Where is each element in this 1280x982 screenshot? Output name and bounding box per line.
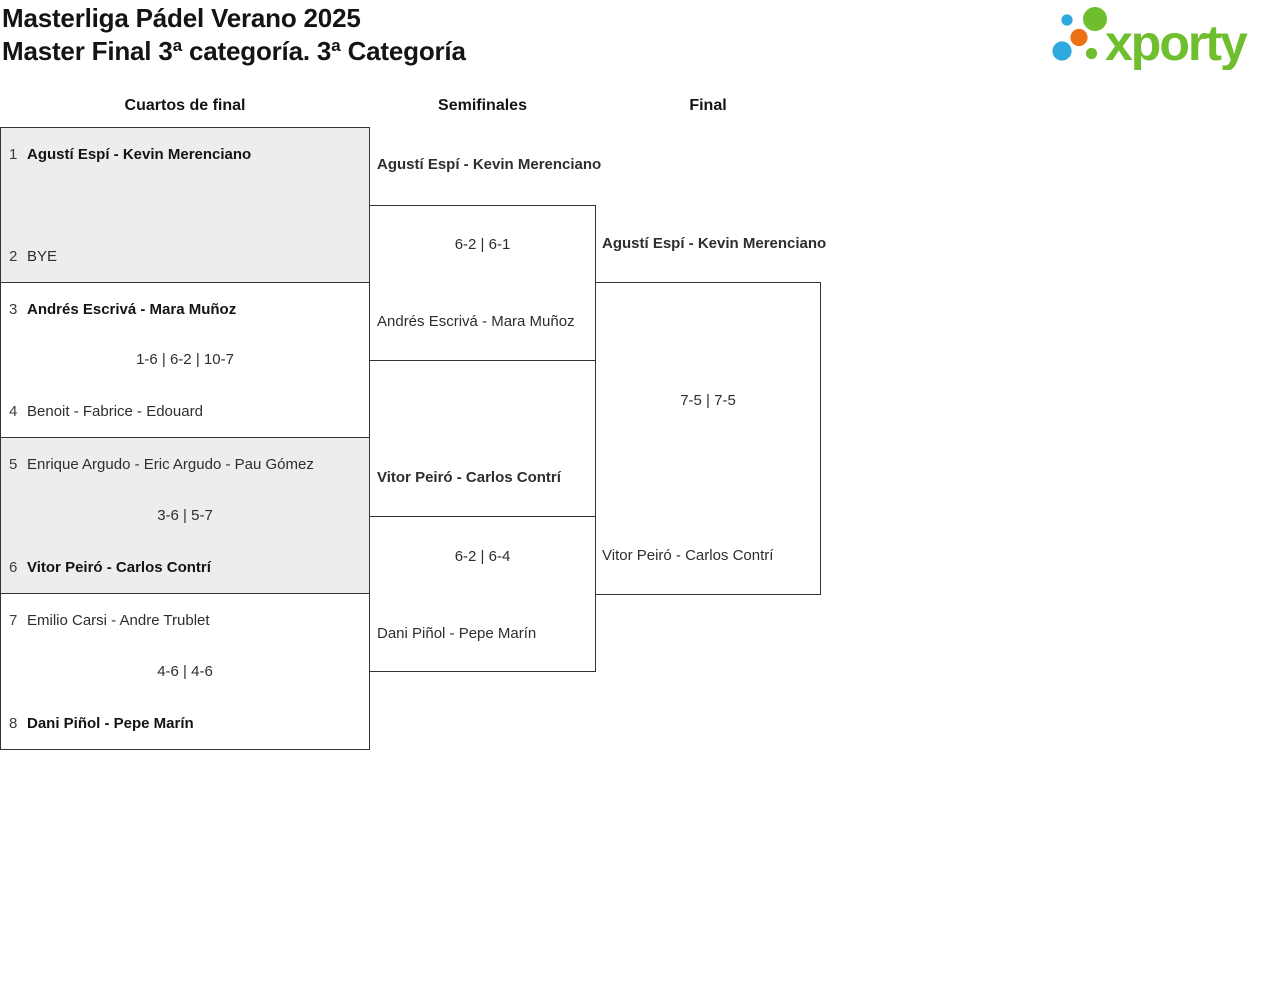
column-header-quarterfinals: Cuartos de final <box>124 97 246 114</box>
semifinal2-score: 6-2 | 6-4 <box>454 548 511 565</box>
seed-number: 3 <box>9 301 18 318</box>
match-box-semifinal-1 <box>369 205 596 361</box>
logo-dot-green-large <box>1083 7 1107 31</box>
logo-dot-blue-large <box>1052 41 1072 61</box>
bracket-subtitle: Master Final 3ª categoría. 3ª Categoría <box>2 36 466 66</box>
team-name: Agustí Espí - Kevin Merenciano <box>27 147 252 163</box>
xporty-logo-graphic: xporty <box>1052 7 1250 71</box>
match-box-final <box>595 282 821 595</box>
seed-number: 1 <box>9 146 18 163</box>
team-row: 1 Agustí Espí - Kevin Merenciano <box>1 147 369 163</box>
match-box-quarterfinal-4: 7 Emilio Carsi - Andre Trublet 4-6 | 4-6… <box>0 593 370 750</box>
team-name: Andrés Escrivá - Mara Muñoz <box>27 302 237 318</box>
team-name: BYE <box>27 249 58 265</box>
column-header-semifinals: Semifinales <box>438 97 527 114</box>
team-name: Vitor Peiró - Carlos Contrí <box>27 560 211 576</box>
logo-dot-blue-small <box>1061 14 1073 26</box>
logo-dot-green-small <box>1085 47 1098 60</box>
match-box-semifinal-2 <box>369 516 596 672</box>
seed-number: 7 <box>9 612 18 629</box>
logo-wordmark: xporty <box>1105 15 1248 70</box>
team-row: 7 Emilio Carsi - Andre Trublet <box>1 613 369 629</box>
team-name: Dani Piñol - Pepe Marín <box>27 716 194 732</box>
logo-dot-orange <box>1070 28 1088 47</box>
semifinal2-team2: Dani Piñol - Pepe Marín <box>377 625 537 642</box>
tournament-title: Masterliga Pádel Verano 2025 <box>2 3 361 33</box>
page-title: Masterliga Pádel Verano 2025 Master Fina… <box>2 2 466 68</box>
match-box-quarterfinal-2: 3 Andrés Escrivá - Mara Muñoz 1-6 | 6-2 … <box>0 282 370 438</box>
team-row: 4 Benoit - Fabrice - Edouard <box>1 404 369 420</box>
match-box-quarterfinal-1: 1 Agustí Espí - Kevin Merenciano 2 BYE <box>0 127 370 283</box>
team-row: 8 Dani Piñol - Pepe Marín <box>1 716 369 732</box>
seed-number: 4 <box>9 403 18 420</box>
team-row: 6 Vitor Peiró - Carlos Contrí <box>1 560 369 576</box>
final-team2: Vitor Peiró - Carlos Contrí <box>602 547 774 564</box>
team-name: Benoit - Fabrice - Edouard <box>27 404 203 420</box>
team-row: 5 Enrique Argudo - Eric Argudo - Pau Góm… <box>1 457 369 473</box>
match-score: 1-6 | 6-2 | 10-7 <box>136 351 234 368</box>
match-score: 3-6 | 5-7 <box>157 506 213 524</box>
seed-number: 8 <box>9 715 18 732</box>
semifinal2-team1: Vitor Peiró - Carlos Contrí <box>377 469 561 486</box>
match-box-quarterfinal-3: 5 Enrique Argudo - Eric Argudo - Pau Góm… <box>0 437 370 594</box>
final-team1: Agustí Espí - Kevin Merenciano <box>602 235 827 252</box>
column-header-final: Final <box>689 97 727 114</box>
team-row: 3 Andrés Escrivá - Mara Muñoz <box>1 302 369 318</box>
final-score: 7-5 | 7-5 <box>680 392 736 409</box>
match-score: 4-6 | 4-6 <box>157 662 213 680</box>
semifinal1-team2: Andrés Escrivá - Mara Muñoz <box>377 313 575 330</box>
semifinal1-score: 6-2 | 6-1 <box>454 236 511 253</box>
semifinal1-team1: Agustí Espí - Kevin Merenciano <box>377 156 602 173</box>
team-row: 2 BYE <box>1 249 369 265</box>
team-name: Enrique Argudo - Eric Argudo - Pau Gómez <box>27 457 314 473</box>
xporty-logo[interactable]: xporty <box>1048 4 1280 71</box>
seed-number: 2 <box>9 248 18 265</box>
team-name: Emilio Carsi - Andre Trublet <box>27 613 210 629</box>
seed-number: 5 <box>9 456 18 473</box>
seed-number: 6 <box>9 559 18 576</box>
